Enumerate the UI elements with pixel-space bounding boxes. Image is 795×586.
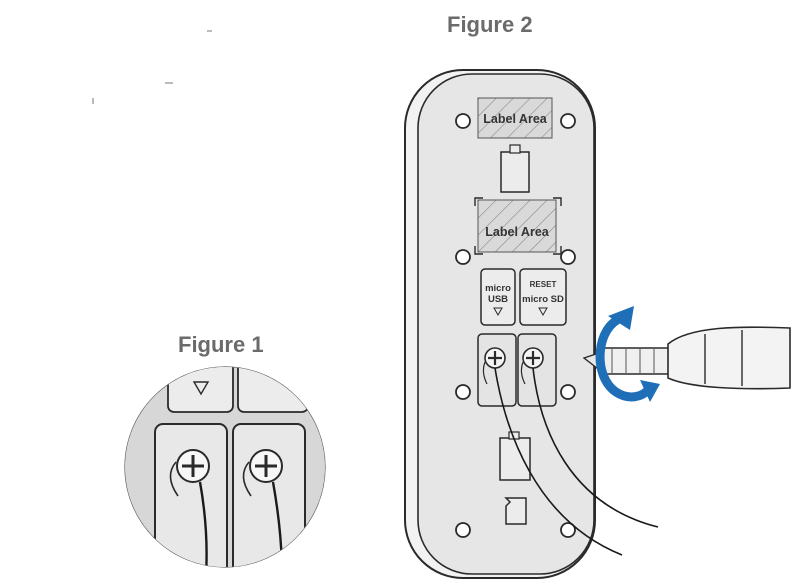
micro-usb-port[interactable]: micro USB bbox=[480, 268, 516, 326]
rotation-arrow-icon bbox=[595, 306, 660, 402]
down-triangle-icon bbox=[538, 307, 548, 317]
label-area-top-text: Label Area bbox=[483, 112, 548, 126]
mounting-holes bbox=[455, 113, 576, 538]
label-area-top: Label Area bbox=[477, 97, 553, 139]
sensor-recess bbox=[500, 151, 530, 193]
micro-usb-label-line1: micro bbox=[485, 283, 511, 294]
sensor-notch bbox=[509, 144, 521, 154]
down-triangle-icon bbox=[493, 307, 503, 317]
figure-1-title: Figure 1 bbox=[178, 332, 264, 357]
reset-label: RESET bbox=[530, 280, 557, 289]
figure-2-title: Figure 2 bbox=[447, 12, 533, 37]
sd-card-icon bbox=[504, 497, 527, 525]
phillips-screw-icon[interactable] bbox=[482, 347, 506, 385]
scan-specks bbox=[92, 30, 212, 104]
down-triangle-icon bbox=[192, 381, 210, 396]
phillips-screw-icon[interactable] bbox=[242, 449, 283, 497]
doorbell-wires bbox=[494, 367, 659, 556]
label-area-bottom-text: Label Area bbox=[485, 225, 550, 239]
screwdriver-icon bbox=[582, 326, 791, 390]
lower-recess bbox=[499, 437, 531, 481]
phillips-screw-icon[interactable] bbox=[169, 449, 210, 497]
micro-usb-label-line2: USB bbox=[488, 294, 508, 305]
figure-1-zoom-circle bbox=[124, 366, 326, 568]
label-area-bottom: Label Area bbox=[474, 197, 562, 255]
microsd-label: micro SD bbox=[522, 294, 564, 305]
phillips-screw-icon[interactable] bbox=[520, 347, 544, 385]
reset-microsd-port[interactable]: RESET micro SD bbox=[519, 268, 567, 326]
